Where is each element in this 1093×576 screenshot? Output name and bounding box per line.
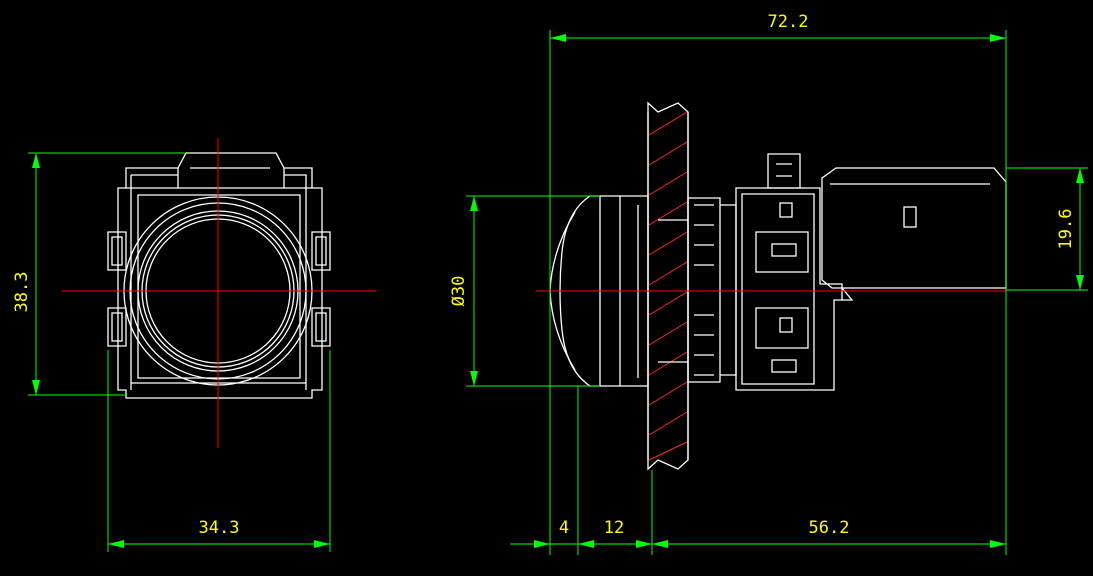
rear-latch (821, 167, 1007, 301)
dim-label-4: 4 (559, 518, 569, 538)
dim-bezel-diameter: Ø30 (449, 195, 600, 387)
dim-label-56-2: 56.2 (809, 518, 850, 538)
mounting-panel (647, 101, 689, 471)
side-view: 72.2 Ø30 19.6 (449, 12, 1088, 555)
dim-rear-height: 19.6 (1006, 167, 1088, 291)
contact-block (735, 153, 843, 391)
front-view: 38.3 34.3 (12, 138, 376, 552)
dim-overall-length: 72.2 (549, 12, 1007, 555)
front-center-lines (62, 138, 376, 448)
dim-front-width: 34.3 (107, 350, 331, 552)
dim-label-diameter: Ø30 (449, 276, 469, 307)
dim-label-19-6: 19.6 (1056, 209, 1076, 250)
dim-label-72-2: 72.2 (768, 12, 809, 32)
dim-bottom-chain: 4 12 56.2 (510, 386, 1006, 555)
dim-label-34-3: 34.3 (199, 518, 240, 538)
dim-label-38-3: 38.3 (12, 272, 32, 313)
dim-front-height: 38.3 (12, 152, 186, 396)
dim-label-12: 12 (604, 518, 624, 538)
threaded-body (658, 197, 737, 383)
